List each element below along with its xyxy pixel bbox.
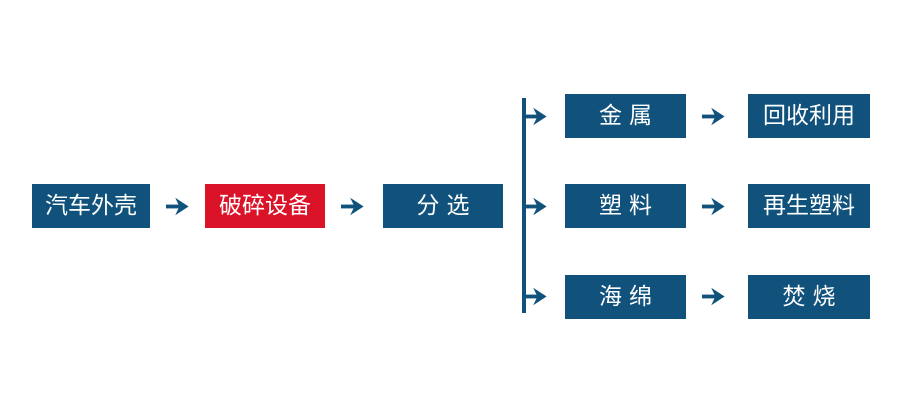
- arrow-right-icon: [524, 197, 548, 216]
- node-recycling: 回收利用: [748, 94, 870, 138]
- node-recycled-plastic-label: 再生塑料: [763, 192, 855, 219]
- arrow-right-icon: [702, 107, 726, 126]
- node-sorting: 分选: [383, 184, 503, 228]
- node-metal: 金属: [565, 94, 686, 138]
- node-metal-label: 金属: [599, 102, 659, 129]
- node-recycling-label: 回收利用: [763, 102, 855, 129]
- node-recycled-plastic: 再生塑料: [748, 184, 870, 228]
- node-crushing-equipment-label: 破碎设备: [219, 192, 311, 219]
- arrow-right-icon: [341, 197, 365, 216]
- arrow-right-icon: [166, 197, 190, 216]
- node-car-shell-label: 汽车外壳: [45, 192, 137, 219]
- node-sorting-label: 分选: [416, 192, 477, 219]
- node-sponge-label: 海绵: [599, 283, 659, 310]
- arrow-right-icon: [524, 107, 548, 126]
- node-plastic-label: 塑料: [599, 192, 659, 219]
- arrow-right-icon: [702, 287, 726, 306]
- arrow-right-icon: [702, 197, 726, 216]
- node-car-shell: 汽车外壳: [32, 184, 150, 228]
- node-incineration-label: 焚烧: [782, 283, 843, 310]
- node-incineration: 焚烧: [748, 275, 870, 319]
- arrow-right-icon: [524, 287, 548, 306]
- node-crushing-equipment: 破碎设备: [205, 184, 325, 228]
- node-sponge: 海绵: [565, 275, 686, 319]
- node-plastic: 塑料: [565, 184, 686, 228]
